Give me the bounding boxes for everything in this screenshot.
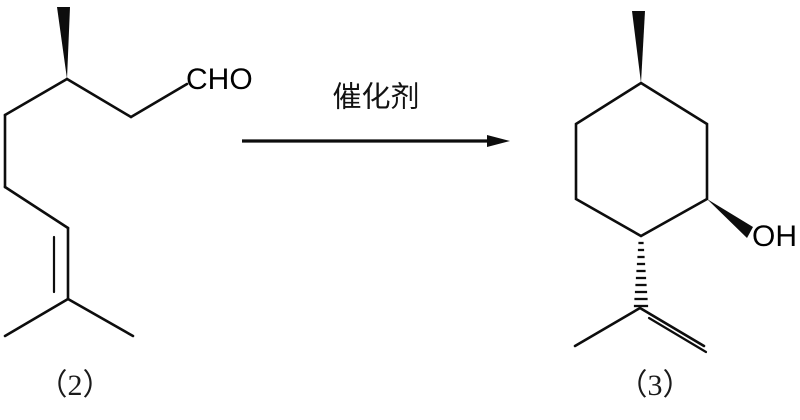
product-oh-label: OH: [752, 220, 797, 253]
reaction-arrow: [242, 135, 510, 147]
product-structure-isopulegol: OH: [573, 11, 797, 354]
product-isopropenyl-alkene-outer: [638, 306, 706, 348]
product-isopropenyl-methyl: [573, 306, 642, 348]
reactant-compound-label: （2）: [38, 369, 113, 402]
reactant-bond-c2-cho: [129, 82, 189, 119]
reactant-cho-label: CHO: [186, 63, 253, 96]
reactant-terminal-methyl-left: [3, 297, 70, 338]
reactant-bond-c5-c6: [3, 185, 70, 230]
reactant-bond-c3-c2: [65, 77, 133, 119]
product-compound-label: （3）: [618, 369, 693, 402]
product-methyl-wedge-bond: [632, 11, 645, 83]
product-cyclohexane-ring: [574, 81, 709, 238]
reactant-bond-c3-c4: [3, 77, 69, 117]
product-isopropenyl-alkene-inner: [647, 316, 708, 354]
product-isopropenyl-hashed-wedge: [633, 241, 649, 308]
reagent-catalyst-label: 催化剂: [332, 81, 419, 114]
reaction-arrow-head: [487, 135, 510, 147]
product-hydroxyl-wedge-bond: [707, 199, 753, 238]
reactant-structure-citronellal: CHO: [3, 7, 253, 338]
reactant-terminal-methyl-right: [66, 297, 135, 338]
reactant-methyl-wedge-bond: [57, 7, 70, 79]
